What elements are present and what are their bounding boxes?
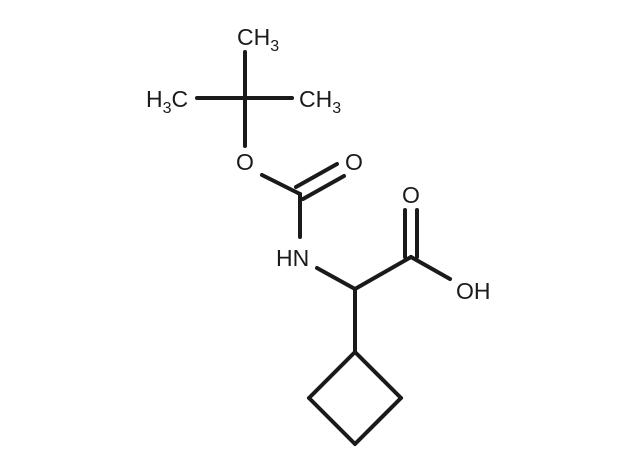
bond-ring-3 [353,396,403,446]
bond-carbonyl-double-2 [301,174,346,201]
bond-acid-c-oh [409,255,452,281]
bond-o-carbonyl-c [260,173,302,196]
label-ch3-top: CH3 [237,24,279,55]
bonds [195,50,452,446]
label-ch3-right: CH3 [299,86,341,117]
bond-ring-2 [307,396,357,446]
label-nh: HN [276,245,309,271]
bond-ring-1 [307,350,357,400]
label-carbonyl-oxygen: O [345,149,363,175]
bond-alpha-c-acid-c [353,255,413,291]
label-h3c-left: H3C [146,86,188,117]
bond-n-alpha-c [315,266,357,291]
label-ester-oxygen: O [236,149,254,175]
atom-labels: CH3 H3C CH3 O O HN O OH [146,24,491,304]
label-oh: OH [456,278,491,304]
label-acid-oxygen: O [402,182,420,208]
bond-ring-4 [353,350,403,400]
bond-carbonyl-double-1 [294,162,339,189]
